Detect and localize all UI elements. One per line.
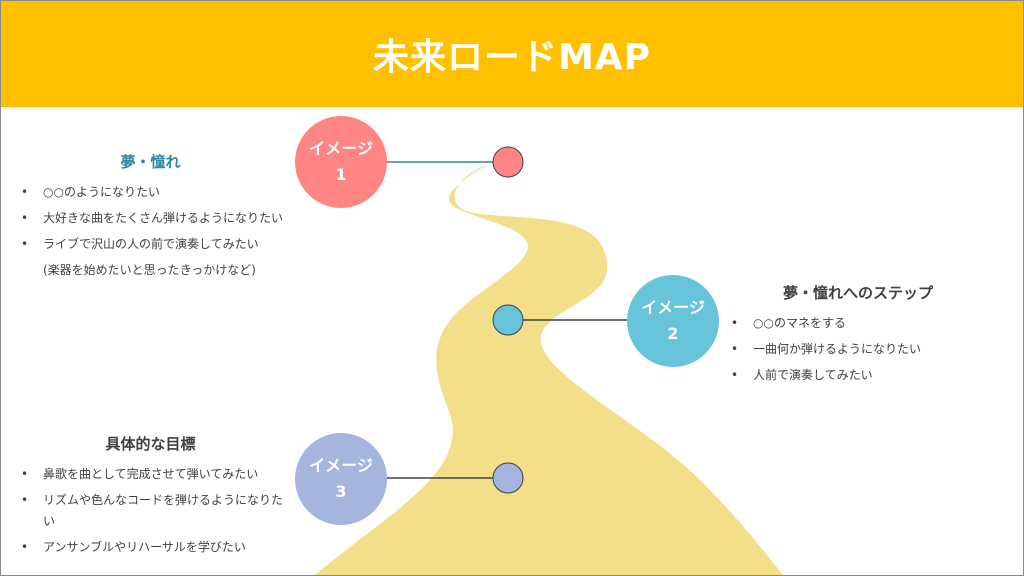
steps-list: ○○のマネをする 一曲何か弾けるようになりたい 人前で演奏してみたい <box>728 313 988 386</box>
dream-heading: 夢・憧れ <box>120 153 181 171</box>
image-circle-1: イメージ 1 <box>295 116 387 208</box>
list-item: 人前で演奏してみたい <box>728 365 988 386</box>
list-item: ○○のマネをする <box>728 313 988 334</box>
milestone-dot-2 <box>492 304 524 336</box>
goals-heading: 具体的な目標 <box>105 435 196 453</box>
steps-heading: 夢・憧れへのステップ <box>782 284 933 302</box>
page-title: 未来ロードMAP <box>372 37 652 78</box>
title-banner: 未来ロードMAP <box>1 1 1023 107</box>
list-item: リズムや色んなコードを弾けるようになりたい <box>18 490 283 532</box>
image-number-3: 3 <box>335 482 347 501</box>
goals-list: 鼻歌を曲として完成させて弾いてみたい リズムや色んなコードを弾けるようになりたい… <box>18 464 283 558</box>
milestone-dot-3 <box>492 462 524 494</box>
goals-section: 具体的な目標 鼻歌を曲として完成させて弾いてみたい リズムや色んなコードを弾ける… <box>18 433 283 563</box>
list-item: 大好きな曲をたくさん弾けるようになりたい <box>18 208 283 229</box>
image-circle-2: イメージ 2 <box>627 275 719 367</box>
image-label-3: イメージ <box>309 456 373 475</box>
list-item: 鼻歌を曲として完成させて弾いてみたい <box>18 464 283 485</box>
dream-note: (楽器を始めたいと思ったきっかけなど) <box>43 263 256 277</box>
steps-section: 夢・憧れへのステップ ○○のマネをする 一曲何か弾けるようになりたい 人前で演奏… <box>728 282 988 391</box>
dream-section: 夢・憧れ ○○のようになりたい 大好きな曲をたくさん弾けるようになりたい ライブ… <box>18 151 283 281</box>
list-item: ライブで沢山の人の前で演奏してみたい <box>18 234 283 255</box>
list-item: 一曲何か弾けるようになりたい <box>728 339 988 360</box>
image-number-2: 2 <box>667 324 679 343</box>
image-label-1: イメージ <box>309 139 373 158</box>
image-label-2: イメージ <box>641 298 705 317</box>
road <box>315 163 783 575</box>
image-number-1: 1 <box>335 165 347 184</box>
dream-list: ○○のようになりたい 大好きな曲をたくさん弾けるようになりたい ライブで沢山の人… <box>18 182 283 255</box>
milestone-dot-1 <box>492 146 524 178</box>
list-item: ○○のようになりたい <box>18 182 283 203</box>
list-item: アンサンブルやリハーサルを学びたい <box>18 537 283 558</box>
image-circle-3: イメージ 3 <box>295 433 387 525</box>
